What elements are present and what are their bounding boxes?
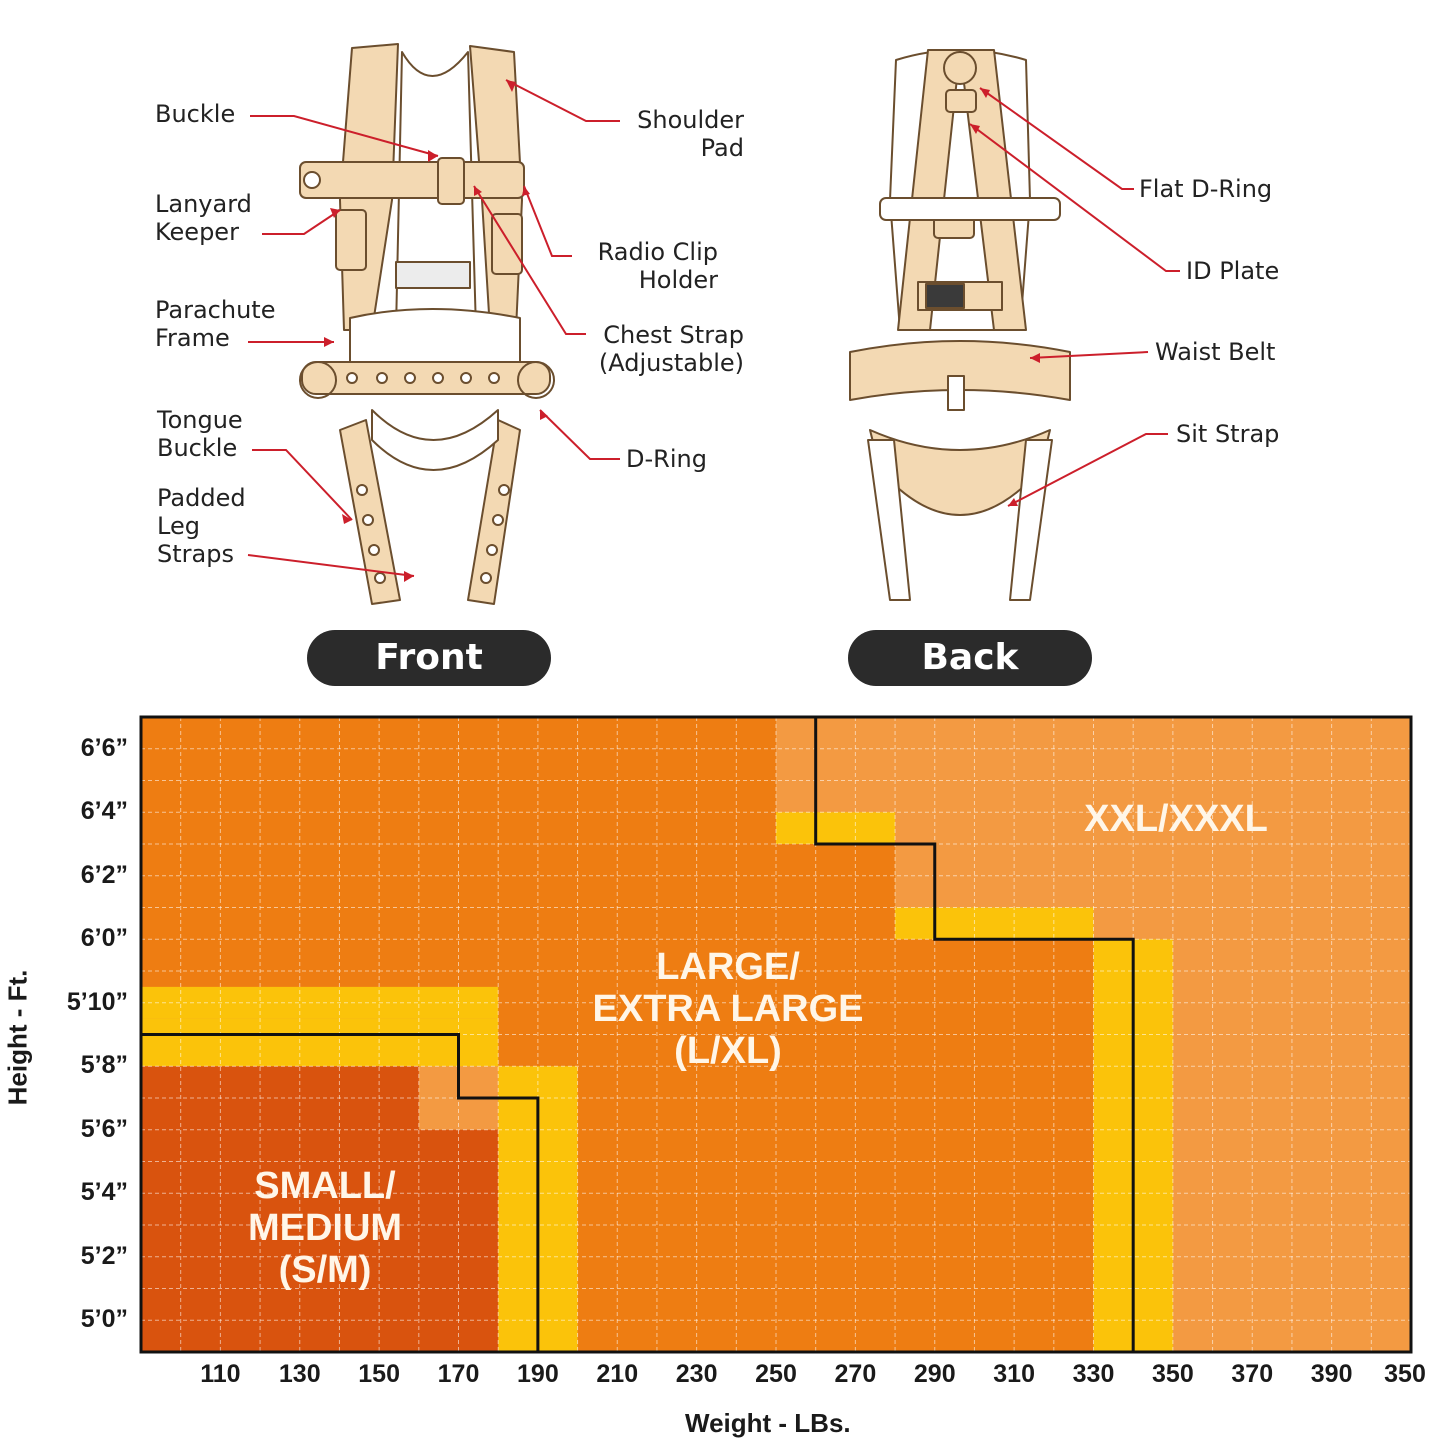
- zone-label: LARGE/EXTRA LARGE(L/XL): [558, 946, 898, 1072]
- zone-label-line: XXL/XXXL: [1084, 798, 1268, 840]
- zone-label-line: (L/XL): [674, 1030, 782, 1072]
- x-tick-label: 130: [278, 1360, 321, 1388]
- zone-label-line: EXTRA LARGE: [592, 988, 864, 1030]
- zone-label-line: LARGE/: [656, 946, 800, 988]
- front-view-pill: Front: [307, 630, 551, 686]
- zone-label-line: SMALL/: [254, 1165, 396, 1207]
- label-padded-leg-straps-line3: Straps: [157, 540, 234, 568]
- back-view-pill: Back: [848, 630, 1092, 686]
- x-tick-label: 290: [913, 1360, 956, 1388]
- label-tongue-buckle-line1: Tongue: [157, 406, 243, 434]
- x-axis-title: Weight - LBs.: [685, 1408, 851, 1438]
- label-buckle: Buckle: [155, 100, 236, 128]
- back-harness-drawing: [849, 49, 1071, 601]
- label-parachute-frame: Parachute Frame: [155, 296, 275, 352]
- x-tick-label: 270: [834, 1360, 877, 1388]
- zone-label: SMALL/MEDIUM(S/M): [155, 1165, 495, 1291]
- y-tick-label: 5’10”: [66, 987, 128, 1016]
- zone-label-line: (S/M): [278, 1249, 372, 1291]
- label-tongue-buckle: Tongue Buckle: [157, 406, 243, 462]
- x-tick-label: 150: [358, 1360, 400, 1388]
- front-harness-drawing: [299, 43, 555, 605]
- x-tick-label: 190: [517, 1360, 559, 1388]
- zone-label-line: MEDIUM: [247, 1207, 403, 1249]
- y-tick-label: 6’6”: [80, 733, 128, 762]
- label-shoulder-pad: Shoulder Pad: [600, 106, 744, 162]
- label-sit-strap: Sit Strap: [1176, 420, 1280, 448]
- label-flat-d-ring: Flat D-Ring: [1139, 175, 1273, 203]
- label-padded-leg-straps-line1: Padded: [157, 484, 246, 512]
- boundary-lxl-xxl: [814, 717, 1135, 1352]
- y-tick-label: 5’8”: [80, 1051, 128, 1080]
- y-tick-label: 6’0”: [80, 924, 128, 953]
- harness-illustration-svg: [247, 43, 1180, 605]
- x-tick-label: 350: [1152, 1360, 1194, 1388]
- x-tick-label: 170: [437, 1360, 480, 1388]
- label-padded-leg-straps: Padded Leg Straps: [157, 484, 246, 568]
- label-id-plate: ID Plate: [1186, 257, 1280, 285]
- label-shoulder-pad-line2: Pad: [700, 134, 744, 162]
- leader-arrowheads: [324, 80, 1040, 582]
- label-chest-strap: Chest Strap (Adjustable): [564, 321, 744, 377]
- label-tongue-buckle-line2: Buckle: [157, 434, 238, 462]
- label-lanyard-keeper-line2: Keeper: [155, 218, 239, 246]
- x-tick-label: 110: [200, 1360, 241, 1388]
- boundary-sm-lxl: [141, 1033, 540, 1352]
- y-tick-label: 6’2”: [80, 860, 128, 889]
- zone-sm-region: [141, 1066, 499, 1352]
- x-tick-label: 210: [596, 1360, 639, 1388]
- label-parachute-frame-line2: Frame: [155, 324, 230, 352]
- x-tick-label: 230: [675, 1360, 718, 1388]
- x-tick-label: 370: [1231, 1360, 1274, 1388]
- y-tick-label: 5’4”: [80, 1178, 128, 1207]
- label-chest-strap-line1: Chest Strap: [603, 321, 744, 349]
- label-radio-clip-holder-line1: Radio Clip: [597, 238, 718, 266]
- chart-frame: [139, 715, 1413, 1354]
- x-tick-label: 350: [1384, 1360, 1426, 1388]
- label-padded-leg-straps-line2: Leg: [157, 512, 200, 540]
- label-lanyard-keeper: Lanyard Keeper: [155, 190, 252, 246]
- size-chart-svg: [139, 715, 1413, 1354]
- zone-overlap-sm: [141, 1018, 578, 1352]
- y-tick-label: 5’0”: [80, 1305, 128, 1334]
- label-radio-clip-holder: Radio Clip Holder: [570, 238, 718, 294]
- leader-lines: [247, 79, 1180, 577]
- label-waist-belt: Waist Belt: [1155, 338, 1276, 366]
- zone-label: XXL/XXXL: [1006, 798, 1346, 840]
- label-radio-clip-holder-line2: Holder: [638, 266, 718, 294]
- x-tick-label: 330: [1072, 1360, 1115, 1388]
- y-tick-label: 6’4”: [80, 797, 128, 826]
- label-lanyard-keeper-line1: Lanyard: [155, 190, 252, 218]
- x-tick-label: 250: [755, 1360, 797, 1388]
- x-tick-label: 390: [1310, 1360, 1353, 1388]
- label-chest-strap-line2: (Adjustable): [598, 349, 744, 377]
- y-tick-label: 5’2”: [80, 1241, 128, 1270]
- y-tick-label: 5’6”: [80, 1114, 128, 1143]
- x-tick-label: 310: [993, 1360, 1035, 1388]
- label-d-ring: D-Ring: [626, 445, 707, 473]
- label-shoulder-pad-line1: Shoulder: [637, 106, 744, 134]
- label-parachute-frame-line1: Parachute: [155, 296, 276, 324]
- y-axis-title: Height - Ft.: [2, 969, 33, 1106]
